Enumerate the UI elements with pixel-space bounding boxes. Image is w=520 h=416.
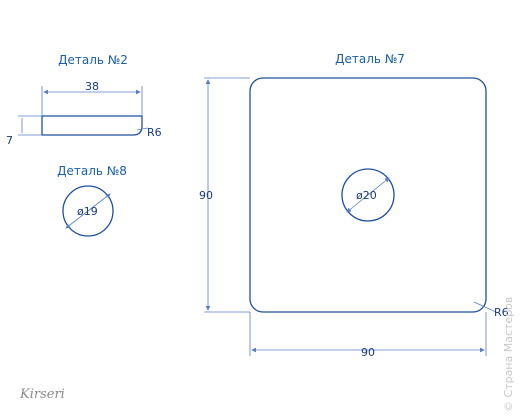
- part-2-radius-leader: [136, 127, 149, 131]
- part-7-title: Деталь №7: [335, 52, 405, 66]
- part-2-title: Деталь №2: [58, 53, 128, 67]
- part-2-group: Деталь №2 38 7 R6: [6, 53, 162, 147]
- part-2-width-label: 38: [85, 80, 99, 93]
- part-2-outline: [41, 115, 143, 136]
- part-7-hole-label: ø20: [356, 189, 377, 202]
- signature: Kirseri: [19, 387, 65, 402]
- part-7-group: Деталь №7 ø20 90 90 R6: [199, 52, 509, 359]
- part-8-group: Деталь №8 ø19: [57, 164, 127, 237]
- part-8-title: Деталь №8: [57, 164, 127, 178]
- part-8-diameter-dimline: [65, 193, 111, 229]
- part-7-width-label: 90: [361, 346, 375, 359]
- part-7-radius-label: R6: [494, 306, 509, 319]
- part-8-diameter-label: ø19: [77, 205, 98, 218]
- part-7-height-label: 90: [199, 189, 213, 202]
- part-2-height-label: 7: [6, 134, 13, 147]
- part-7-hole-dimline: [346, 177, 390, 213]
- part-2-radius-label: R6: [147, 126, 162, 139]
- part-7-radius-leader: [473, 301, 497, 313]
- watermark: © Страна Мастеров: [502, 297, 515, 412]
